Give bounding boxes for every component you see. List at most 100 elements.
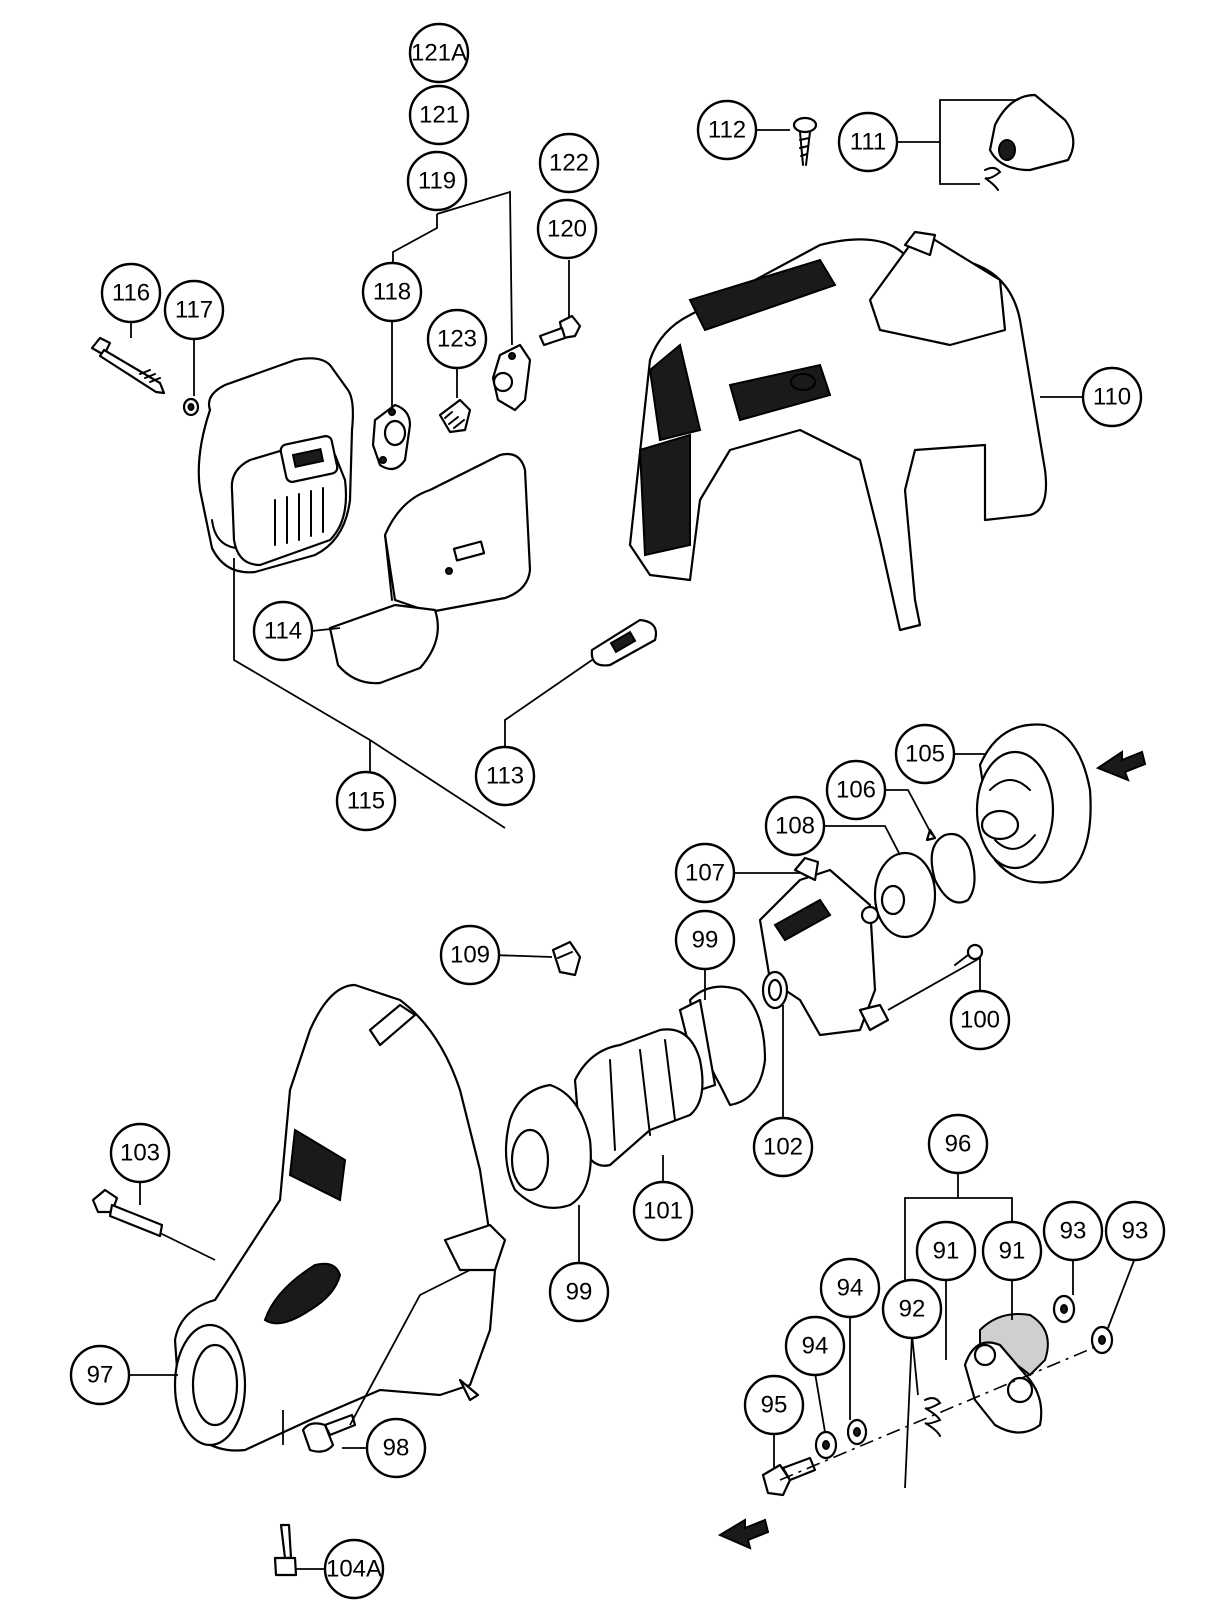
gear-case-97-drawing [173,983,507,1452]
callout-label: 94 [802,1333,829,1360]
callout-circle [361,261,423,323]
callout-circle [825,759,887,821]
callout-label: 93 [1060,1218,1087,1245]
callout-circle [426,308,488,370]
washer-108-drawing [873,851,937,939]
callout-label: 115 [347,788,385,815]
circlip-106-drawing [925,828,976,904]
callout-circle [252,600,314,662]
callout-label: 99 [566,1279,593,1306]
callout-circle [696,99,758,161]
callout-99-lower: 99 [548,1261,610,1323]
callout-circle [536,198,598,260]
callout-label: 96 [945,1131,972,1158]
callout-label: 98 [383,1435,410,1462]
callout-circle [163,279,225,341]
ring-102-drawing [761,970,789,1010]
callout-circle [949,989,1011,1051]
callout-label: 106 [836,777,876,804]
callout-circle [109,1122,171,1184]
engine-cover-110-drawing [628,230,1048,632]
callout-97: 97 [69,1344,131,1406]
callout-104a: 104A [323,1538,385,1600]
callout-95: 95 [743,1374,805,1436]
callout-110: 110 [1081,366,1143,428]
callout-115: 115 [335,770,397,832]
callout-circle [69,1344,131,1406]
damper-99-upper-drawing [678,985,767,1107]
callout-93-right: 93 [1104,1200,1166,1262]
callout-label: 117 [175,297,213,324]
callout-circle [981,1220,1043,1282]
clutch-shoes-91-drawing [963,1313,1049,1434]
callout-circle [408,84,470,146]
callout-circle [674,842,736,904]
callout-circle [100,262,162,324]
callout-label: 101 [643,1198,683,1225]
washer-117-drawing [182,397,200,417]
callout-111: 111 [837,111,899,173]
screw-104a-drawing [273,1523,298,1577]
screw-112-drawing [792,116,818,166]
part-123-drawing [438,398,472,434]
callout-120: 120 [536,198,598,260]
callout-91-right: 91 [981,1220,1043,1282]
callout-circle [915,1220,977,1282]
callout-label: 92 [899,1296,926,1323]
screw-100-drawing [954,943,984,966]
callout-91-left: 91 [915,1220,977,1282]
bolt-116-drawing [90,336,166,395]
callout-113: 113 [474,745,536,807]
washer-94-b-drawing [846,1418,868,1446]
callout-label: 111 [850,129,886,156]
callout-94-lower: 94 [784,1315,846,1377]
callout-circle [323,1538,385,1600]
plug-cap-111-drawing [984,93,1075,191]
callout-122: 122 [538,132,600,194]
callout-circle [674,909,736,971]
callout-label: 94 [837,1275,864,1302]
callout-107: 107 [674,842,736,904]
callout-circle [764,795,826,857]
clutch-drum-105-drawing [975,723,1092,884]
callout-circle [538,132,600,194]
screw-120-drawing [538,314,582,347]
callout-label: 93 [1122,1218,1149,1245]
gasket-113-drawing [590,618,658,667]
callout-label: 123 [437,326,477,353]
callout-119: 119 [406,150,468,212]
callout-108: 108 [764,795,826,857]
callout-label: 104A [326,1556,382,1583]
callout-112: 112 [696,99,758,161]
callout-circle [881,1278,943,1340]
callout-circle [335,770,397,832]
callout-circle [474,745,536,807]
arrow-icon-lower [717,1518,770,1550]
callout-121a: 121A [408,22,470,84]
callout-106: 106 [825,759,887,821]
callout-118: 118 [361,261,423,323]
callout-98: 98 [365,1417,427,1479]
callout-101: 101 [632,1180,694,1242]
screw-98-drawing [301,1413,357,1453]
callout-label: 107 [685,860,725,887]
gasket-118-drawing [371,403,412,471]
callout-circle [894,723,956,785]
callout-105: 105 [894,723,956,785]
callout-circle [632,1180,694,1242]
callout-label: 91 [933,1238,960,1265]
shaft-101-drawing [573,1028,704,1167]
callout-96: 96 [927,1113,989,1175]
washer-93-a-drawing [1052,1294,1076,1324]
callout-label: 91 [999,1238,1026,1265]
callout-label: 121 [419,102,459,129]
clip-109-drawing [551,940,582,977]
callout-116: 116 [100,262,162,324]
callout-114: 114 [252,600,314,662]
callout-label: 102 [763,1134,803,1161]
washer-94-a-drawing [814,1430,838,1460]
arrow-icon-upper [1095,750,1147,782]
callout-label: 118 [373,279,411,306]
